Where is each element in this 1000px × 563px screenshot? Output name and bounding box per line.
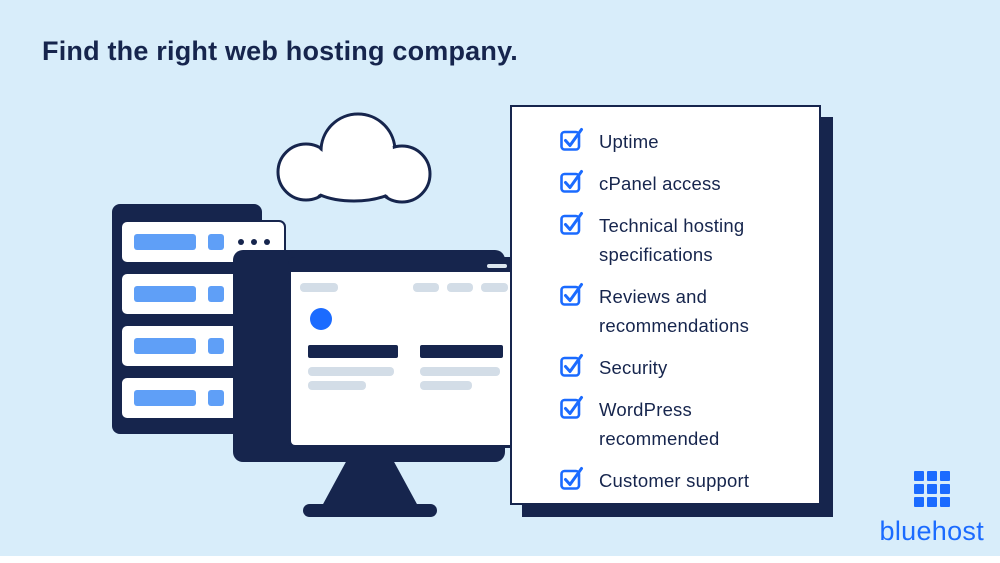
brand-wordmark: bluehost [879, 516, 984, 546]
checklist-item: Customer support [560, 466, 799, 495]
checkbox-checked-icon [560, 467, 583, 490]
server-dots [238, 239, 270, 245]
cloud-icon [276, 112, 432, 204]
checklist-item-label: WordPress recommended [599, 399, 720, 449]
browser-titlebar [291, 260, 517, 272]
checkbox-checked-icon [560, 212, 583, 235]
server-square [208, 286, 224, 302]
checklist-item: WordPress recommended [560, 395, 799, 453]
site-logo-dot [310, 308, 332, 330]
checkbox-checked-icon [560, 128, 583, 151]
server-square [208, 390, 224, 406]
monitor-stand [322, 460, 418, 506]
checklist-item-label: Technical hosting specifications [599, 215, 745, 265]
bottom-margin [0, 556, 1000, 563]
checklist-item: Uptime [560, 127, 799, 156]
server-bar [134, 234, 196, 250]
checklist-card: Uptime cPanel access Technical hosting s… [510, 105, 821, 505]
wireframe-text-bar [420, 367, 500, 376]
checklist-item: cPanel access [560, 169, 799, 198]
wireframe-heading-bar [420, 345, 503, 358]
monitor-base [303, 504, 437, 517]
checklist-item: Security [560, 353, 799, 382]
wireframe-nav-pill [481, 283, 508, 292]
wireframe-nav-pill [300, 283, 338, 292]
bluehost-grid-icon [913, 471, 950, 507]
checklist-item-label: Customer support [599, 470, 750, 491]
checklist-item-label: Reviews and recommendations [599, 286, 750, 336]
server-bar [134, 390, 196, 406]
checklist-item: Technical hosting specifications [560, 211, 799, 269]
server-square [208, 234, 224, 250]
wireframe-nav-pill [447, 283, 473, 292]
checkbox-checked-icon [560, 283, 583, 306]
browser-window [288, 257, 520, 448]
server-bar [134, 286, 196, 302]
server-square [208, 338, 224, 354]
checklist-item-label: Security [599, 357, 668, 378]
wireframe-nav-pill [413, 283, 439, 292]
wireframe-text-bar [308, 381, 366, 390]
page-title: Find the right web hosting company. [42, 36, 518, 66]
server-bar [134, 338, 196, 354]
wireframe-heading-bar [308, 345, 398, 358]
wireframe-text-bar [308, 367, 394, 376]
minimize-dash-icon [487, 264, 507, 268]
bluehost-logo: bluehost [880, 471, 984, 547]
checkbox-checked-icon [560, 354, 583, 377]
checkbox-checked-icon [560, 396, 583, 419]
wireframe-text-bar [420, 381, 472, 390]
checklist-item-label: Uptime [599, 131, 659, 152]
checklist-item-label: cPanel access [599, 173, 721, 194]
checkbox-checked-icon [560, 170, 583, 193]
checklist-item: Reviews and recommendations [560, 282, 799, 340]
